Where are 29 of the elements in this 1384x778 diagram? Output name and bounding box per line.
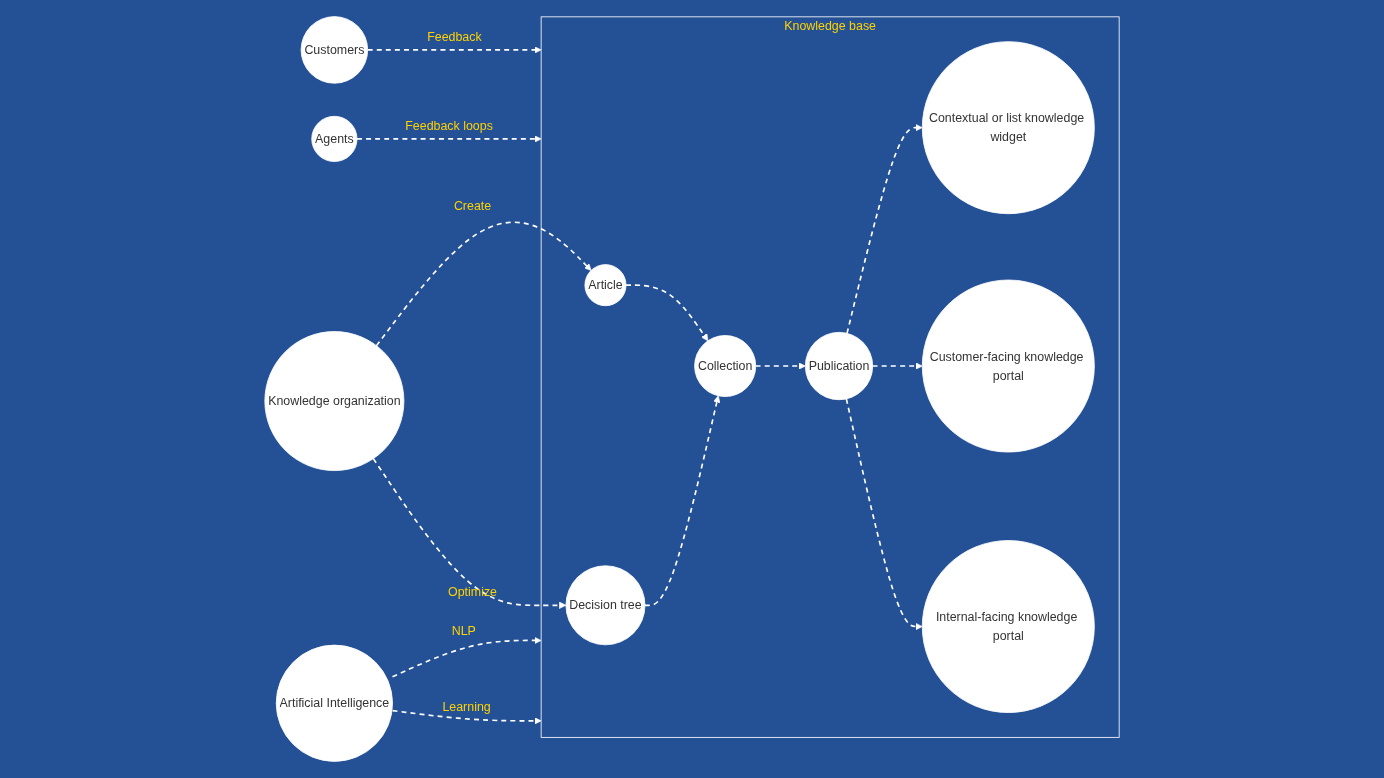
- arrow: [391, 636, 542, 678]
- arrow: [372, 457, 567, 609]
- arrow: [846, 124, 923, 335]
- edge-label: Learning: [442, 699, 491, 714]
- edge-label: Optimize: [448, 584, 497, 599]
- edge-label: Feedback loops: [405, 118, 493, 133]
- node-circle: Customers: [300, 16, 369, 84]
- node-circle: Internal-facing knowledge portal: [921, 540, 1095, 713]
- arrow: [391, 709, 542, 725]
- edge-label: Create: [453, 198, 492, 213]
- arrow: [375, 221, 592, 347]
- arrow: [845, 398, 923, 631]
- node-circle: Customer-facing knowledge portal: [921, 279, 1095, 453]
- edge-label: NLP: [451, 623, 476, 638]
- node-circle: Collection: [694, 335, 757, 397]
- arrow: [366, 46, 542, 54]
- edge-label: Feedback: [427, 29, 482, 44]
- node-circle: Decision tree: [565, 565, 646, 646]
- node-circle: Agents: [311, 115, 358, 162]
- arrow: [644, 395, 721, 607]
- node-circle: Contextual or list knowledge widget: [921, 41, 1095, 215]
- arrow: [625, 284, 709, 342]
- node-circle: Artificial Intelligence: [275, 644, 393, 762]
- arrow: [356, 135, 542, 143]
- arrow: [754, 362, 806, 370]
- node-circle: Article: [584, 264, 627, 307]
- node-circle: Knowledge organization: [264, 331, 405, 471]
- arrow: [871, 362, 923, 370]
- node-circle: Publication: [804, 331, 874, 401]
